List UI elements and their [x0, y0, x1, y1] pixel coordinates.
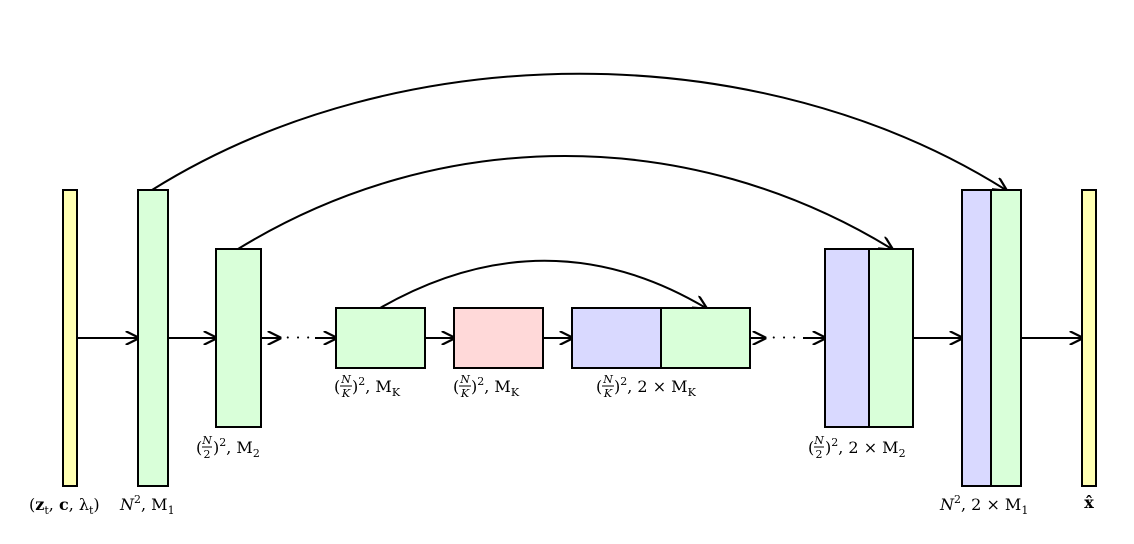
svg-text:K: K — [460, 387, 470, 400]
svg-text:)2, MK: )2, MK — [471, 375, 520, 399]
svg-text:K: K — [603, 387, 613, 400]
label-input: (zt, c, λt) — [29, 495, 100, 517]
svg-text:)2, MK: )2, MK — [352, 375, 401, 399]
decoder-k-skip-half — [571, 307, 662, 369]
svg-text:N: N — [602, 373, 613, 386]
label-decK: ( N K )2, 2 × MK — [596, 373, 697, 400]
label-enc2: ( N 2 )2, M2 — [196, 434, 260, 461]
bottleneck-block — [453, 307, 544, 369]
svg-text:(: ( — [596, 377, 602, 396]
svg-text:)2, 2 × MK: )2, 2 × MK — [614, 375, 697, 399]
label-enc1: N2, M1 — [119, 493, 175, 517]
svg-text:(: ( — [196, 438, 202, 457]
skip-connection-level-k — [379, 259, 706, 308]
svg-text:N: N — [340, 373, 351, 386]
svg-text:2: 2 — [204, 448, 211, 461]
svg-text:N: N — [459, 373, 470, 386]
svg-text:K: K — [341, 387, 351, 400]
svg-text:N: N — [813, 434, 824, 447]
svg-text:2: 2 — [816, 448, 823, 461]
label-encK: ( N K )2, MK — [334, 373, 401, 400]
svg-text:)2, 2 × M2: )2, 2 × M2 — [825, 436, 906, 460]
svg-text:(: ( — [453, 377, 459, 396]
decoder-2-skip-half — [824, 248, 870, 428]
decoder-k-conv-half — [660, 307, 751, 369]
label-bottleneck: ( N K )2, MK — [453, 373, 520, 400]
output-block — [1081, 189, 1097, 487]
svg-text:(: ( — [334, 377, 340, 396]
ellipsis-encoder: · · · — [285, 328, 310, 347]
decoder-1-conv-half — [990, 189, 1022, 487]
svg-text:(: ( — [808, 438, 814, 457]
encoder-block-1 — [137, 189, 169, 487]
svg-text:)2, M2: )2, M2 — [213, 436, 260, 460]
input-block — [62, 189, 78, 487]
label-dec1: N2, 2 × M1 — [939, 493, 1028, 517]
label-dec2: ( N 2 )2, 2 × M2 — [808, 434, 906, 461]
ellipsis-decoder: · · · — [771, 328, 796, 347]
skip-connection-level-1 — [151, 72, 1006, 190]
encoder-block-2 — [215, 248, 262, 428]
encoder-block-k — [335, 307, 426, 369]
svg-text:N: N — [201, 434, 212, 447]
skip-connection-level-2 — [237, 155, 892, 249]
decoder-1-skip-half — [961, 189, 992, 487]
label-output: x̂ — [1084, 493, 1094, 512]
decoder-2-conv-half — [868, 248, 914, 428]
